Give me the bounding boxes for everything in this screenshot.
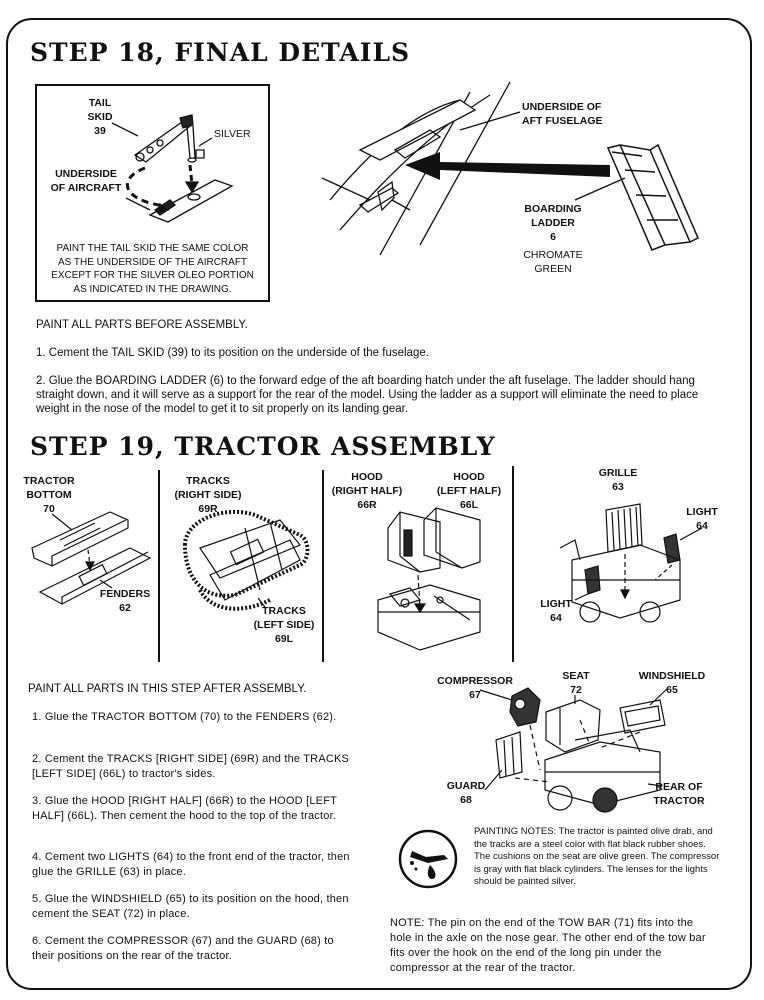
paint-before-note: PAINT ALL PARTS BEFORE ASSEMBLY. <box>36 319 248 331</box>
tracks-right-label: TRACKS (RIGHT SIDE) 69R <box>174 475 242 515</box>
hood-right-label: HOOD (RIGHT HALF) 66R <box>331 471 403 511</box>
step18-instruction-1: 1. Cement the TAIL SKID (39) to its posi… <box>36 347 429 359</box>
step19-instruction-2: 2. Cement the TRACKS [RIGHT SIDE] (69R) … <box>32 753 350 780</box>
divider-3 <box>512 466 514 662</box>
tracks-left-label: TRACKS (LEFT SIDE) 69L <box>253 605 315 645</box>
tail-skid-label: TAIL SKID 39 <box>87 97 113 137</box>
step19-instruction-6: 6. Cement the COMPRESSOR (67) and the GU… <box>32 935 334 962</box>
underside-aft-fuselage-label: UNDERSIDE OF AFT FUSELAGE <box>522 101 603 127</box>
guard-label: GUARD 68 <box>446 780 486 806</box>
windshield-label: WINDSHIELD 65 <box>638 670 706 696</box>
tractor-bottom-label: TRACTOR BOTTOM 70 <box>23 475 75 515</box>
tail-skid-inset <box>35 84 270 302</box>
light-upper-label: LIGHT 64 <box>686 506 718 532</box>
divider-1 <box>158 470 160 662</box>
step19-instruction-5: 5. Glue the WINDSHIELD (65) to its posit… <box>32 893 349 920</box>
tow-bar-note: NOTE: The pin on the end of the TOW BAR … <box>390 917 706 974</box>
paint-dropper-icon <box>398 829 458 889</box>
divider-2 <box>322 470 324 662</box>
painting-notes: PAINTING NOTES: The tractor is painted o… <box>474 826 720 887</box>
boarding-ladder-label: BOARDING LADDER 6 <box>524 203 582 243</box>
step19-title: STEP 19, TRACTOR ASSEMBLY <box>30 432 496 461</box>
tail-skid-paint-note: PAINT THE TAIL SKID THE SAME COLOR AS TH… <box>51 243 254 295</box>
seat-label: SEAT 72 <box>562 670 590 696</box>
step19-instruction-1: 1. Glue the TRACTOR BOTTOM (70) to the F… <box>32 711 337 723</box>
page-frame <box>6 18 752 990</box>
light-lower-label: LIGHT 64 <box>540 598 572 624</box>
fenders-label: FENDERS 62 <box>99 588 151 614</box>
underside-aircraft-label: UNDERSIDE OF AIRCRAFT <box>50 168 122 194</box>
compressor-label: COMPRESSOR 67 <box>437 675 513 701</box>
grille-label: GRILLE 63 <box>598 467 638 493</box>
step18-title: STEP 18, FINAL DETAILS <box>30 38 411 67</box>
step19-instruction-3: 3. Glue the HOOD [RIGHT HALF] (66R) to t… <box>32 795 337 822</box>
paint-after-note: PAINT ALL PARTS IN THIS STEP AFTER ASSEM… <box>28 683 307 695</box>
ladder-color-label: CHROMATE GREEN <box>523 249 583 275</box>
step18-instruction-2: 2. Glue the BOARDING LADDER (6) to the f… <box>36 375 699 415</box>
step19-instruction-4: 4. Cement two LIGHTS (64) to the front e… <box>32 851 350 878</box>
rear-tractor-label: REAR OF TRACTOR <box>653 781 705 807</box>
silver-label: SILVER <box>214 128 251 140</box>
hood-left-label: HOOD (LEFT HALF) 66L <box>436 471 502 511</box>
